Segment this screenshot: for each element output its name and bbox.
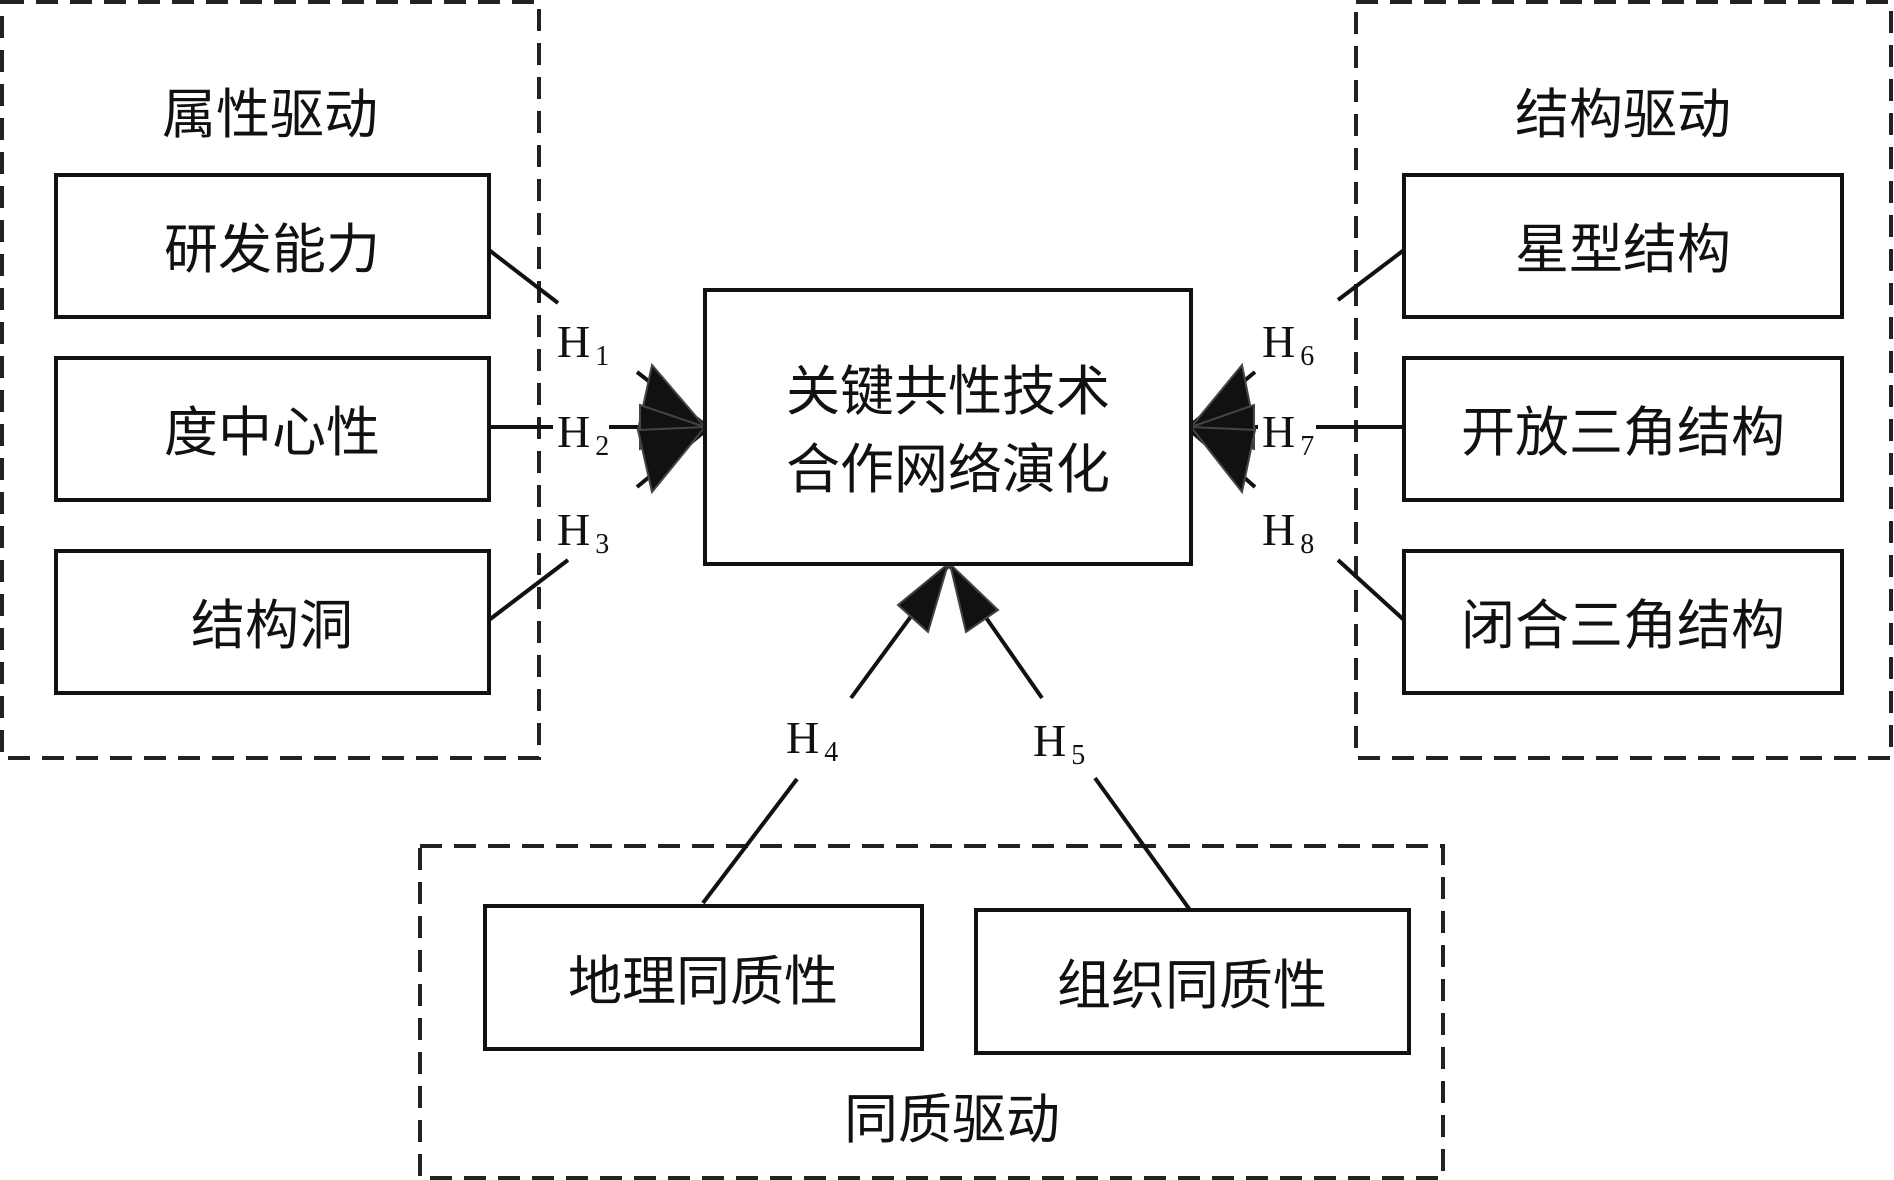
h5-arrow-head	[948, 560, 1000, 634]
attribute-item-box-3	[54, 549, 491, 695]
h5-connector-lower	[1093, 776, 1192, 912]
structure-item-box-3	[1402, 549, 1844, 695]
homophily-item-box-2	[974, 908, 1411, 1055]
h6-connector-right	[1336, 248, 1406, 302]
structure-group-title: 结构驱动	[1515, 83, 1731, 146]
attribute-group-title: 属性驱动	[162, 83, 378, 146]
h8-connector-right	[1336, 558, 1406, 622]
homophily-driven-group	[418, 844, 1445, 1180]
structure-item-star: 星型结构	[1515, 218, 1731, 281]
structure-item-closed-triangle: 闭合三角结构	[1461, 594, 1785, 657]
structure-item-box-2	[1402, 356, 1844, 502]
attribute-item-degree-centrality: 度中心性	[164, 401, 380, 464]
structure-item-box-1	[1402, 173, 1844, 319]
homophily-group-title: 同质驱动	[844, 1088, 1060, 1151]
center-title-line2: 合作网络演化	[786, 438, 1110, 501]
center-box	[703, 288, 1193, 566]
h1-label-backdrop	[553, 310, 609, 366]
attribute-item-box-2	[54, 356, 491, 502]
attribute-item-box-1	[54, 173, 491, 319]
h3-label-backdrop	[553, 498, 609, 556]
h3-connector-left	[487, 558, 570, 622]
center-title-line1: 关键共性技术	[786, 360, 1110, 423]
h4-connector-lower	[701, 777, 799, 905]
attribute-item-structural-hole: 结构洞	[191, 594, 353, 657]
h8-label-backdrop	[1258, 498, 1316, 558]
attribute-item-rd-capability: 研发能力	[164, 218, 380, 281]
arrow-heads	[636, 362, 1257, 634]
h4-arrow-head	[896, 561, 950, 634]
h3-arrow-head	[636, 425, 708, 495]
h1-connector-left	[487, 248, 560, 305]
h6-label-backdrop	[1258, 308, 1316, 368]
structure-item-open-triangle: 开放三角结构	[1461, 401, 1785, 464]
h8-arrow-head	[1188, 425, 1257, 495]
homophily-item-organizational: 组织同质性	[1057, 954, 1327, 1017]
homophily-item-box-1	[483, 904, 924, 1051]
h7-label-backdrop	[1258, 400, 1316, 460]
h2-label-backdrop	[553, 400, 609, 460]
homophily-item-geographic: 地理同质性	[568, 950, 838, 1013]
